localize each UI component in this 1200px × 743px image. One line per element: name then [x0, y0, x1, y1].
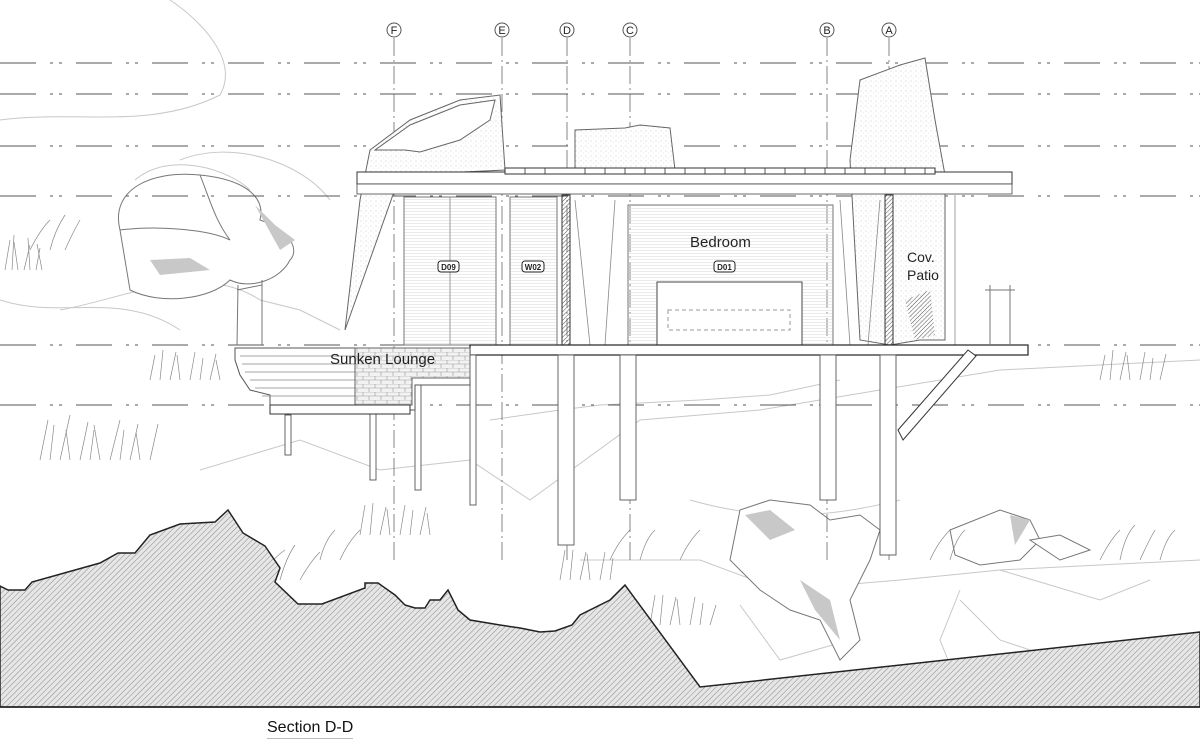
grid-bubble-C: C — [622, 22, 638, 38]
roof-panels — [504, 167, 936, 175]
boulder-left — [118, 173, 295, 300]
tag-W02: W02 — [521, 260, 545, 273]
stilts — [284, 354, 897, 556]
wall-grid-D — [561, 194, 571, 346]
svg-text:D: D — [563, 25, 571, 37]
svg-text:W02: W02 — [525, 263, 542, 272]
svg-text:B: B — [823, 25, 830, 37]
boulder-right — [729, 499, 1092, 661]
ground-section — [0, 508, 1200, 708]
grid-bubble-B: B — [819, 22, 835, 38]
drawing-title: Section D-D — [267, 719, 354, 739]
building — [234, 167, 1029, 556]
svg-text:C: C — [626, 25, 634, 37]
room-label-sunken-lounge: Sunken Lounge — [330, 351, 435, 368]
grid-bubble-A: A — [881, 22, 897, 38]
wall-grid-A — [884, 194, 894, 346]
main-deck — [469, 344, 1029, 356]
grid-bubble-D: D — [559, 22, 575, 38]
tag-D01: D01 — [713, 260, 736, 273]
grid-bubble-F: F — [386, 22, 402, 38]
svg-text:F: F — [391, 25, 398, 37]
grid-bubble-E: E — [494, 22, 510, 38]
room-label-patio: Patio — [907, 267, 939, 283]
sunken-lounge — [234, 280, 1015, 415]
svg-text:D09: D09 — [441, 263, 456, 272]
room-label-covered: Cov. — [907, 249, 935, 265]
bed — [656, 281, 803, 346]
svg-text:D01: D01 — [717, 263, 732, 272]
tag-D09: D09 — [437, 260, 460, 273]
svg-text:A: A — [885, 25, 893, 37]
svg-text:E: E — [498, 25, 505, 37]
room-label-bedroom: Bedroom — [690, 234, 751, 251]
